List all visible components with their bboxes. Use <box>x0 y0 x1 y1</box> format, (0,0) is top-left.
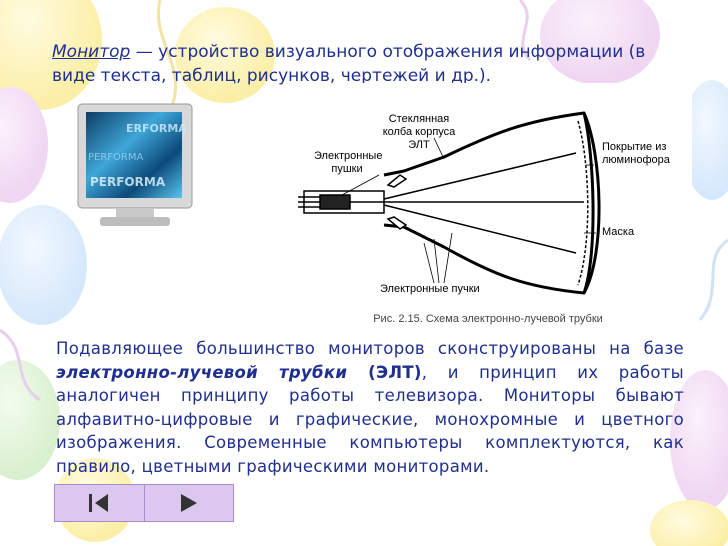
monitor-term-link[interactable]: Монитор <box>52 42 131 62</box>
phosphor-coating-label: Покрытие из люминофора <box>602 141 670 166</box>
crt-drawing <box>298 111 601 295</box>
body-text-2: , и принцип их работы аналогичен принцип… <box>56 362 685 476</box>
electron-guns-label: Электронные пушки <box>314 150 383 175</box>
glass-bulb-label: Стеклянная колба корпуса ЭЛТ <box>382 113 456 151</box>
first-page-icon <box>89 494 109 512</box>
next-page-button[interactable] <box>145 485 234 521</box>
navigation-bar <box>54 484 234 522</box>
crt-abbr: (ЭЛТ) <box>347 362 422 382</box>
electron-beams-label: Электронные пучки <box>380 283 480 295</box>
title-text: — устройство визуального отображения инф… <box>52 42 646 86</box>
svg-text:PERFORMA: PERFORMA <box>90 175 166 189</box>
monitor-image: ERFORMA PERFORMA PERFORMA <box>77 103 193 226</box>
slide-title: Монитор — устройство визуального отображ… <box>52 40 672 88</box>
svg-text:PERFORMA: PERFORMA <box>88 152 143 163</box>
first-page-button[interactable] <box>55 485 145 521</box>
body-text-1: Подавляющее большинство мониторов сконст… <box>56 339 684 358</box>
crt-term: электронно-лучевой трубки <box>56 362 348 382</box>
crt-diagram: Стеклянная колба корпуса ЭЛТ Электронные… <box>284 83 692 331</box>
body-paragraph: Подавляющее большинство мониторов сконст… <box>56 337 684 478</box>
next-page-icon <box>180 494 197 512</box>
svg-text:ERFORMA: ERFORMA <box>126 122 187 135</box>
mask-label: Маска <box>602 226 635 238</box>
figure-caption: Рис. 2.15. Схема электронно-лучевой труб… <box>373 313 603 325</box>
